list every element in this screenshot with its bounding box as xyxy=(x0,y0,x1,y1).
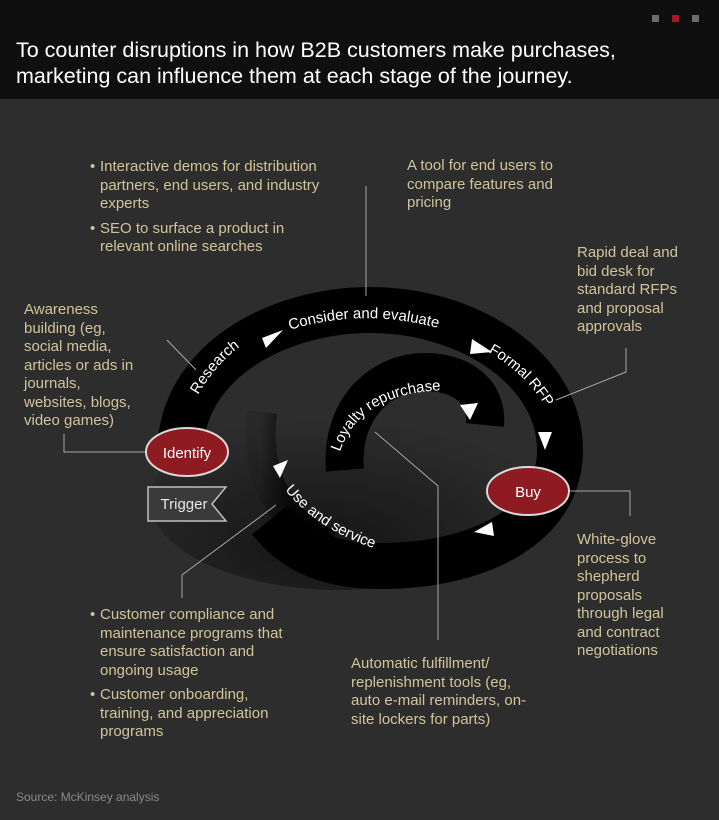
arrow-consider xyxy=(470,339,492,354)
spiral-tail xyxy=(245,410,337,559)
list-item: •Customer onboarding, training, and appr… xyxy=(90,686,269,740)
identify-label: Identify xyxy=(163,445,212,462)
source-note: Source: McKinsey analysis xyxy=(16,790,160,804)
arrow-loyalty xyxy=(460,403,478,420)
header-bar: To counter disruptions in how B2B custom… xyxy=(0,0,719,99)
page-dot[interactable] xyxy=(652,15,659,22)
buy-node[interactable]: Buy xyxy=(486,466,570,516)
page-indicator xyxy=(652,15,699,22)
page-dot-active[interactable] xyxy=(672,15,679,22)
arrow-use xyxy=(273,460,288,478)
identify-node[interactable]: Identify xyxy=(145,427,229,477)
leader-lines xyxy=(63,186,631,640)
list-item: •SEO to surface a product in relevant on… xyxy=(90,219,285,256)
buy-annotation: White-glove process to shepherd proposal… xyxy=(577,531,664,659)
buy-label: Buy xyxy=(515,484,541,501)
outer-loop xyxy=(157,286,584,590)
research-annotation: •Interactive demos for distribution part… xyxy=(90,158,335,263)
rfp-annotation: Rapid deal and bid desk for standard RFP… xyxy=(577,244,678,335)
arrow-buy-down xyxy=(474,522,494,536)
consider-annotation: A tool for end users to compare features… xyxy=(407,157,553,211)
list-item: •Customer compliance and maintenance pro… xyxy=(90,606,283,679)
list-item: •Interactive demos for distribution part… xyxy=(90,158,320,212)
use-annotation: •Customer compliance and maintenance pro… xyxy=(90,606,305,748)
page-dot[interactable] xyxy=(692,15,699,22)
loyalty-annotation: Automatic fulfillment/ replenishment too… xyxy=(351,655,527,728)
arrow-research xyxy=(262,330,283,348)
inner-spiral-band xyxy=(325,352,505,472)
identify-annotation: Awareness building (eg, social media, ar… xyxy=(24,301,134,429)
page-title: To counter disruptions in how B2B custom… xyxy=(16,38,616,88)
trigger-flag: Trigger xyxy=(147,486,228,522)
trigger-label: Trigger xyxy=(161,496,208,513)
arrow-rfp xyxy=(538,432,552,450)
